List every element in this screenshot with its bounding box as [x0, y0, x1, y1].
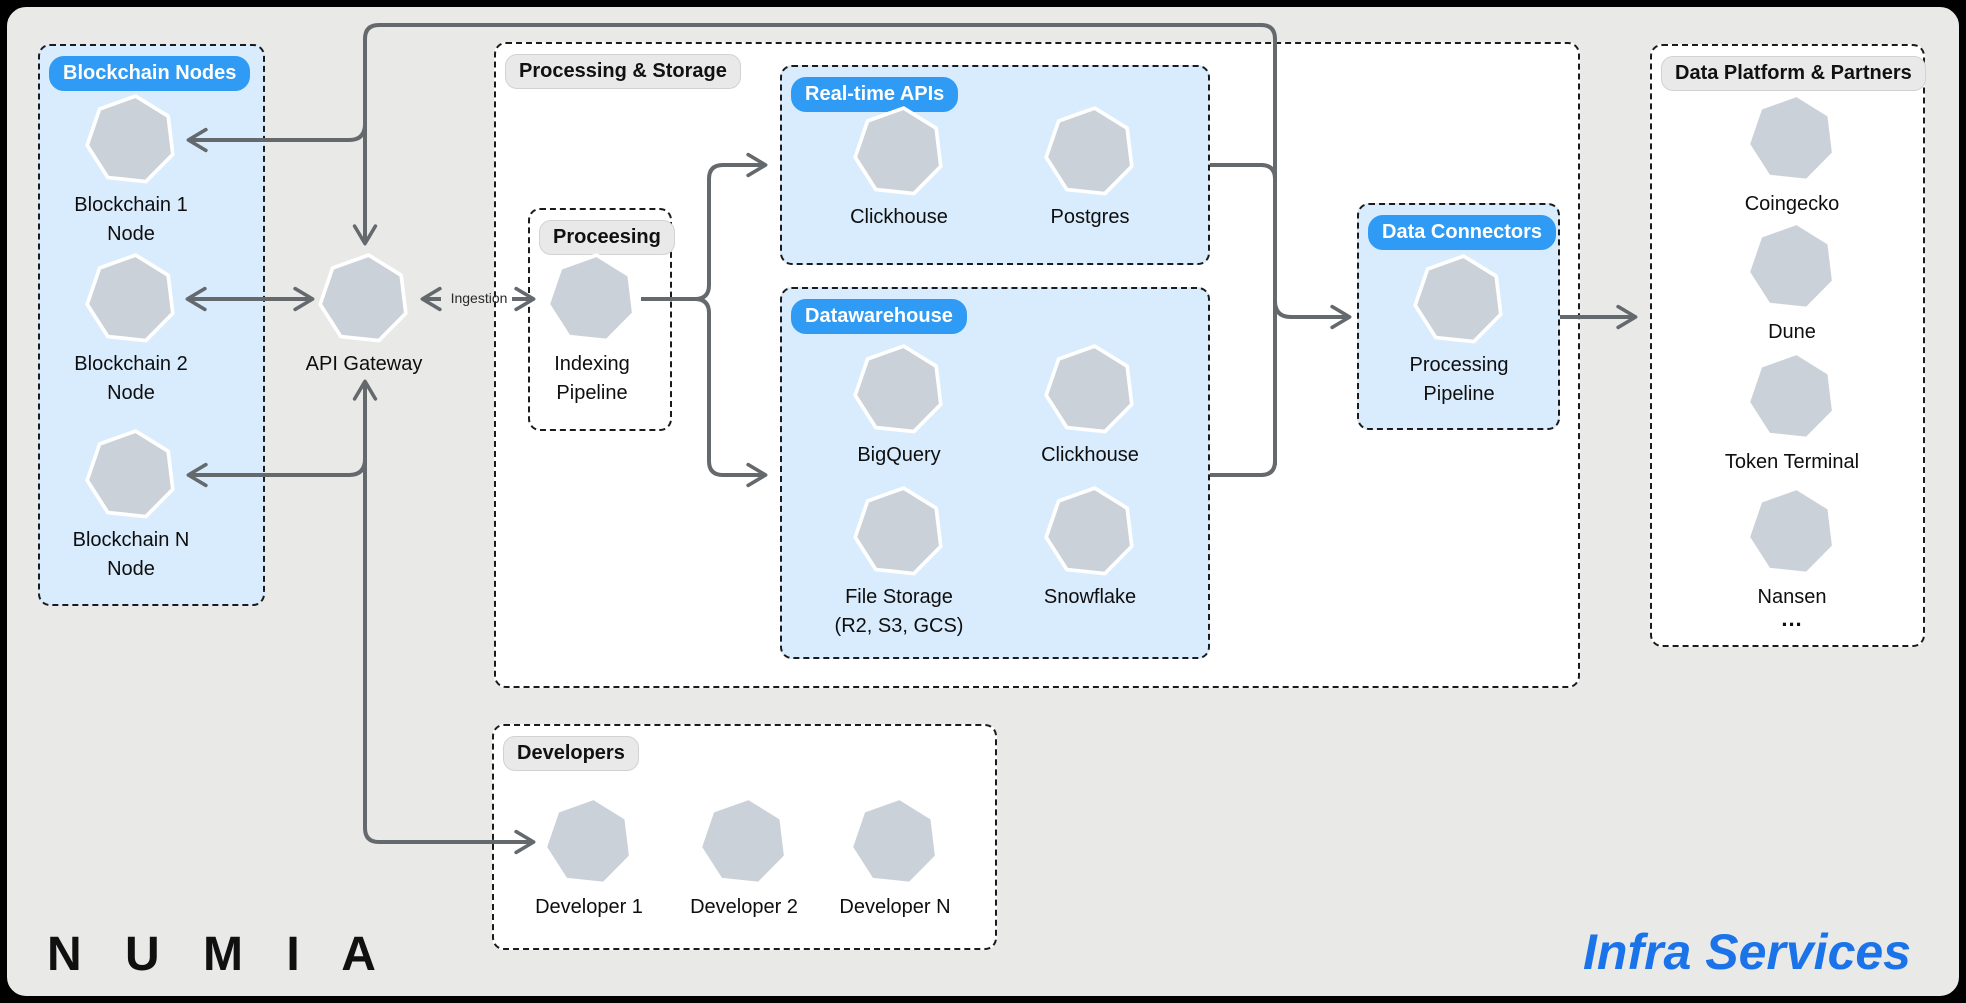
heptagon-icon [853, 486, 945, 578]
heptagon-icon [318, 253, 410, 345]
node-postgres: Postgres [1015, 106, 1165, 232]
node-clickhouse-warehouse: Clickhouse [1015, 344, 1165, 470]
node-label: Indexing Pipeline [554, 353, 630, 404]
heptagon-icon [853, 106, 945, 198]
group-label-processing: Proceesing [539, 220, 675, 255]
node-label: Token Terminal [1724, 451, 1860, 473]
node-label: Snowflake [1043, 586, 1137, 608]
node-developer-2: Developer 2 [669, 796, 819, 922]
node-label: Nansen [1757, 586, 1827, 608]
group-data-connectors: Data Connectors [1357, 203, 1560, 430]
node-token-terminal: Token Terminal [1717, 351, 1867, 477]
heptagon-icon [849, 796, 941, 888]
node-blockchain-n: Blockchain N Node [56, 429, 206, 584]
group-label-datawarehouse: Datawarehouse [791, 299, 967, 334]
node-label: Blockchain 2 Node [74, 353, 188, 404]
heptagon-icon [698, 796, 790, 888]
ingestion-wire-label: Ingestion [450, 290, 508, 306]
group-label-data-platform: Data Platform & Partners [1661, 56, 1926, 91]
heptagon-icon [1413, 254, 1505, 346]
node-blockchain-1: Blockchain 1 Node [56, 94, 206, 249]
node-label: Developer N [839, 896, 951, 918]
node-label: Developer 1 [535, 896, 643, 918]
node-dune: Dune [1717, 221, 1867, 347]
node-label: Developer 2 [690, 896, 798, 918]
node-processing-pipeline: Processing Pipeline [1384, 254, 1534, 409]
node-file-storage: File Storage (R2, S3, GCS) [824, 486, 974, 641]
node-label: Processing Pipeline [1409, 354, 1509, 405]
node-indexing-pipeline: Indexing Pipeline [517, 253, 667, 408]
node-label: Dune [1768, 321, 1816, 343]
node-label: File Storage (R2, S3, GCS) [834, 586, 964, 637]
node-label: Blockchain N Node [72, 529, 190, 580]
group-label-developers: Developers [503, 736, 639, 771]
node-label: API Gateway [305, 353, 423, 375]
node-label: Clickhouse [1041, 444, 1139, 466]
node-developer-n: Developer N [820, 796, 970, 922]
infra-services-tagline: Infra Services [1583, 924, 1911, 980]
node-label: Blockchain 1 Node [74, 194, 188, 245]
heptagon-icon [1746, 486, 1838, 578]
node-label: Coingecko [1744, 193, 1840, 215]
node-nansen: Nansen [1717, 486, 1867, 612]
group-label-data-connectors: Data Connectors [1368, 215, 1557, 250]
heptagon-icon [85, 429, 177, 521]
heptagon-icon [85, 94, 177, 186]
heptagon-icon [1044, 344, 1136, 436]
heptagon-icon [853, 344, 945, 436]
node-label: Clickhouse [850, 206, 948, 228]
node-blockchain-2: Blockchain 2 Node [56, 253, 206, 408]
node-snowflake: Snowflake [1015, 486, 1165, 612]
node-coingecko: Coingecko [1717, 93, 1867, 219]
node-label: Postgres [1050, 206, 1130, 228]
heptagon-icon [1044, 486, 1136, 578]
node-label: BigQuery [857, 444, 941, 466]
heptagon-icon [85, 253, 177, 345]
heptagon-icon [1746, 351, 1838, 443]
node-developer-1: Developer 1 [514, 796, 664, 922]
heptagon-icon [546, 253, 638, 345]
node-clickhouse-realtime: Clickhouse [824, 106, 974, 232]
node-bigquery: BigQuery [824, 344, 974, 470]
heptagon-icon [1746, 93, 1838, 185]
group-label-blockchain-nodes: Blockchain Nodes [49, 56, 251, 91]
heptagon-icon [543, 796, 635, 888]
heptagon-icon [1044, 106, 1136, 198]
heptagon-icon [1746, 221, 1838, 313]
more-partners-ellipsis: ... [1781, 606, 1803, 631]
node-api-gateway: API Gateway [289, 253, 439, 379]
numia-logo: N U M I A [47, 928, 391, 981]
group-label-processing-storage: Processing & Storage [505, 54, 741, 89]
